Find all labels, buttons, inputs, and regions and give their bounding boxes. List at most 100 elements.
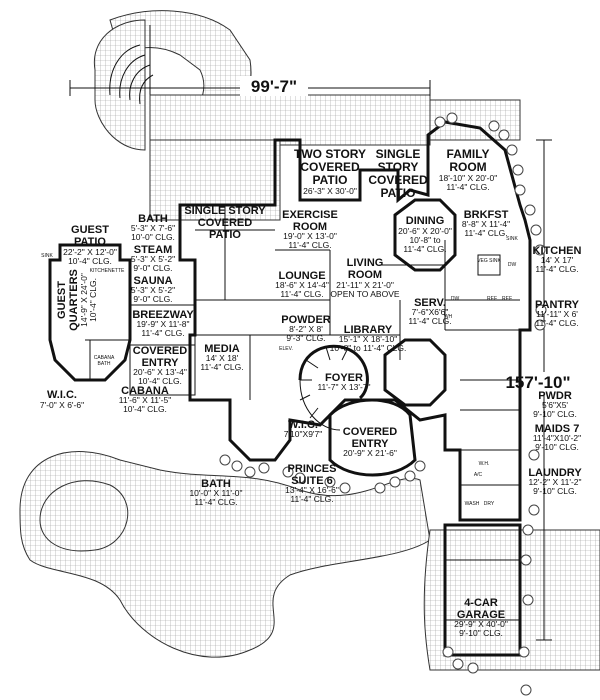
depth-dimension: 157'-10" (482, 139, 594, 641)
room-labels: TWO STORY COVERED PATIO 26'-3" X 30'-0" … (40, 147, 582, 638)
room-bath-bottom: BATH 10'-0" X 11'-0" 11'-4" CLG. (189, 478, 242, 507)
lounge-ceiling: 11'-4" CLG. (280, 289, 323, 299)
room-single-story-patio-right: SINGLE STORY COVERED PATIO (368, 147, 428, 200)
covered-entry-left-name-2: ENTRY (142, 357, 180, 369)
pwdr-size: 5'6"X5' (542, 400, 568, 410)
driveway-apron (423, 529, 600, 671)
covered-entry-center-name-1: COVERED (343, 426, 397, 438)
covered-entry-center-size: 20'-9" X 21'-6" (343, 448, 397, 458)
sauna-ceiling: 9'-0" CLG. (133, 294, 172, 304)
sauna-name: SAUNA (133, 275, 172, 287)
single-story-patio-left-name-1: SINGLE STORY (184, 205, 266, 217)
sink-left-label: SINK (41, 253, 53, 259)
brkfst-size: 8'-8" X 11'-4" (462, 219, 510, 229)
room-pwdr: PWDR 5'6"X5' 9'-10" CLG. (533, 390, 577, 419)
two-story-patio-name-2: COVERED (300, 160, 360, 174)
princes-suite-size: 13'-4" X 16'-6" (285, 485, 339, 495)
exercise-room-ceiling: 11'-4" CLG. (288, 240, 331, 250)
garage-walls (443, 523, 522, 657)
maids-size: 11'-4"X10'-2" (533, 433, 581, 443)
serv-size: 7'-6"X6'6" (412, 307, 449, 317)
room-covered-entry-left: COVERED ENTRY 20'-6" X 13'-4" 10'-4" CLG… (133, 345, 187, 386)
landscape-shrubs (219, 112, 547, 696)
room-guest-quarters: GUEST QUARTERS 14'-9" X 24'-0" 10'-4" CL… (56, 269, 98, 331)
garden-circle (39, 480, 129, 552)
guest-patio-name-2: PATIO (74, 236, 106, 248)
bath-top-name: BATH (138, 213, 168, 225)
two-story-patio-size: 26'-3" X 30'-0" (303, 186, 357, 196)
covered-entry-left-ceiling: 10'-4" CLG. (138, 376, 182, 386)
single-story-patio-right-name-1: SINGLE (376, 147, 421, 161)
single-story-patio-right-name-4: PATIO (381, 186, 416, 200)
bath-top-size: 5'-3" X 7'-6" (131, 223, 175, 233)
width-dimension-label: 99'-7" (251, 77, 297, 96)
room-serv: SERV. 7'-6"X6'6" 11'-4" CLG. (408, 297, 451, 326)
garage-name-1: 4-CAR (464, 597, 498, 609)
room-maids: MAIDS 7 11'-4"X10'-2" 9'-10" CLG. (533, 423, 581, 452)
powder-size: 8'-2" X 8' (289, 324, 323, 334)
pantry-name: PANTRY (535, 299, 580, 311)
breezeway-size: 19'-9" X 11'-8" (136, 319, 189, 329)
media-name: MEDIA (204, 343, 240, 355)
media-ceiling: 11'-4" CLG. (200, 362, 243, 372)
room-library: LIBRARY 15'-1" X 18'-10" 10'-8" to 11'-4… (330, 324, 407, 353)
lounge-size: 18'-6" X 14'-4" (275, 280, 329, 290)
library-ceiling: 10'-8" to 11'-4" CLG. (330, 343, 407, 353)
covered-entry-rotunda (328, 398, 417, 477)
family-room-name-2: ROOM (449, 160, 486, 174)
room-single-story-patio-left: SINGLE STORY COVERED PATIO (184, 205, 266, 241)
wash-label: WASH (465, 501, 480, 507)
family-room-size: 18'-10" X 20'-0" (439, 173, 497, 183)
laundry-name: LAUNDRY (528, 467, 582, 479)
room-pantry: PANTRY 11'-11" X 6' 11'-4" CLG. (535, 299, 580, 328)
bath-bottom-size: 10'-0" X 11'-0" (189, 488, 242, 498)
covered-entry-left-name-1: COVERED (133, 345, 187, 357)
guest-patio-name-1: GUEST (71, 224, 109, 236)
single-story-patio-left-name-2: COVERED (198, 217, 252, 229)
room-covered-entry-center: COVERED ENTRY 20'-9" X 21'-6" (343, 426, 397, 458)
covered-entry-left-size: 20'-6" X 13'-4" (133, 367, 187, 377)
maids-ceiling: 9'-10" CLG. (535, 442, 579, 452)
room-powder: POWDER 8'-2" X 8' 9'-3" CLG. (281, 314, 331, 343)
room-living: LIVING ROOM 21'-11" X 21'-0" OPEN TO ABO… (330, 257, 399, 299)
building-walls (48, 120, 532, 657)
two-story-patio-name-1: TWO STORY (294, 147, 366, 161)
powder-name: POWDER (281, 314, 331, 326)
bath-top-ceiling: 10'-0" CLG. (131, 232, 175, 242)
room-lounge: LOUNGE 18'-6" X 14'-4" 11'-4" CLG. (275, 270, 329, 299)
guest-patio-size: 22'-2" X 12'-0" (63, 247, 117, 257)
living-room-ceiling: OPEN TO ABOVE (330, 289, 399, 299)
guest-quarters-name-2: QUARTERS (68, 269, 80, 331)
room-breezeway: BREEZWAY 19'-9" X 11'-8" 11'-4" CLG. (132, 309, 194, 338)
room-guest-patio: GUEST PATIO 22'-2" X 12'-0" 10'-4" CLG. (63, 224, 117, 266)
serv-name: SERV. (414, 297, 446, 309)
bath-bottom-ceiling: 11'-4" CLG. (194, 497, 237, 507)
library-name: LIBRARY (344, 324, 393, 336)
kitchenette-name: KITCHENETTE (90, 268, 125, 274)
media-size: 14' X 18' (206, 353, 239, 363)
living-room-name-1: LIVING (347, 257, 384, 269)
breezeway-ceiling: 11'-4" CLG. (141, 328, 184, 338)
living-room-name-2: ROOM (348, 269, 382, 281)
steam-size: 5'-3" X 5'-2" (131, 254, 175, 264)
room-brkfst: BRKFST 8'-8" X 11'-4" 11'-4" CLG. (462, 209, 510, 238)
room-princes-suite: PRINCES SUITE 6 13'-4" X 16'-6" 11'-4" C… (285, 463, 339, 504)
dining-ceiling: 10'-8" to (409, 235, 440, 245)
sink-label: SINK (506, 236, 518, 242)
ac-label: A/C (474, 472, 483, 478)
princes-suite-ceiling: 11'-4" CLG. (290, 494, 333, 504)
dw-label: DW (508, 262, 517, 268)
room-wic-left: W.I.C. 7'-0" X 6'-6" (40, 389, 84, 410)
dining-ceiling-2: 11'-4" CLG. (403, 244, 446, 254)
cabana-bath-name-1: CABANA (94, 355, 115, 361)
wh-2-label: W.H. (479, 461, 490, 467)
pantry-ceiling: 11'-4" CLG. (535, 318, 578, 328)
library-size: 15'-1" X 18'-10" (339, 334, 397, 344)
rear-terrace (149, 94, 431, 146)
brkfst-ceiling: 11'-4" CLG. (464, 228, 507, 238)
room-kitchen: KITCHEN 14' X 17' 11'-4" CLG. (533, 245, 582, 274)
room-wic-center: W.I.C. 7'10"X9'7" (284, 419, 323, 439)
laundry-ceiling: 9'-10" CLG. (533, 486, 577, 496)
two-story-patio-name-3: PATIO (313, 173, 348, 187)
